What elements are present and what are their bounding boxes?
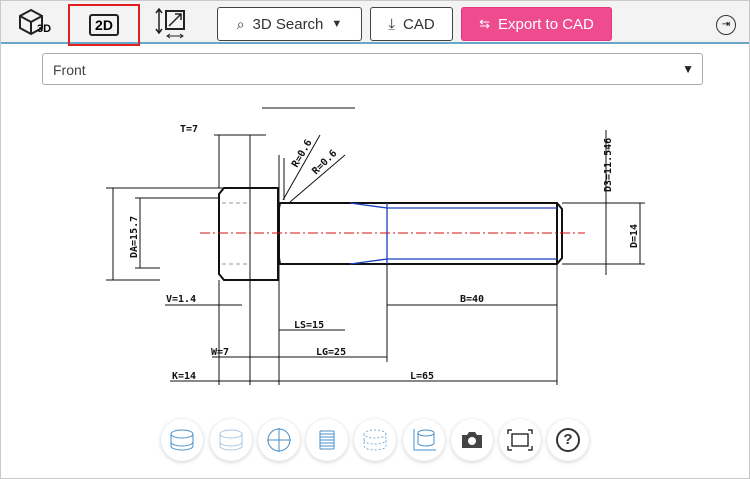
dim-l: L=65 bbox=[410, 371, 434, 382]
fit-screen-icon bbox=[507, 429, 533, 451]
view-2d-label: 2D bbox=[89, 14, 119, 36]
help-button[interactable]: ? bbox=[547, 419, 589, 461]
view-3d-button[interactable]: 3D bbox=[15, 6, 55, 40]
dim-d3: D3=11.546 bbox=[603, 138, 614, 192]
cylinder-transparent-icon bbox=[219, 429, 243, 451]
view-3d-label: 3D bbox=[37, 23, 52, 35]
export-label: Export to CAD bbox=[498, 15, 594, 33]
camera-icon bbox=[462, 432, 482, 448]
dim-da: DA=15.7 bbox=[129, 216, 140, 258]
dim-t: T=7 bbox=[180, 124, 198, 135]
export-icon: ⇆ bbox=[479, 16, 491, 31]
help-icon: ? bbox=[556, 428, 580, 452]
screenshot-button[interactable] bbox=[451, 419, 493, 461]
cad-label: CAD bbox=[402, 15, 435, 33]
export-to-cad-button[interactable]: ⇆ Export to CAD bbox=[461, 7, 612, 41]
resize-dimensions-icon bbox=[155, 7, 185, 39]
hidden-lines-button[interactable] bbox=[354, 419, 396, 461]
search-icon: ⌕ bbox=[236, 15, 245, 32]
caret-down-icon: ▼ bbox=[331, 18, 343, 30]
fit-screen-button[interactable] bbox=[499, 419, 541, 461]
dim-r1: R=0.6 bbox=[290, 138, 315, 170]
dimensions-toggle-button[interactable] bbox=[153, 6, 189, 40]
crosshair-button[interactable] bbox=[258, 419, 300, 461]
3d-search-button[interactable]: ⌕ 3D Search ▼ bbox=[217, 7, 362, 41]
view-select-value: Front bbox=[53, 62, 86, 78]
cad-download-button[interactable]: ⤓ CAD bbox=[370, 7, 453, 41]
3d-search-label: 3D Search bbox=[252, 15, 324, 33]
transparent-view-button[interactable] bbox=[210, 419, 252, 461]
view-select[interactable]: Front ▼ bbox=[42, 53, 703, 85]
cylinder-solid-icon bbox=[170, 429, 194, 451]
collapse-button[interactable]: ⇥ bbox=[716, 15, 736, 35]
dim-v: V=1.4 bbox=[166, 294, 196, 305]
threads-button[interactable] bbox=[306, 419, 348, 461]
dim-k: K=14 bbox=[172, 371, 196, 382]
download-icon: ⤓ bbox=[388, 15, 395, 33]
dim-d: D=14 bbox=[629, 224, 640, 248]
cylinder-dimensions-icon bbox=[413, 429, 436, 451]
dim-lg: LG=25 bbox=[316, 347, 346, 358]
dim-b: B=40 bbox=[460, 294, 484, 305]
caret-down-icon: ▼ bbox=[682, 62, 694, 76]
view-2d-button[interactable]: 2D bbox=[68, 4, 140, 46]
thread-icon bbox=[319, 430, 335, 450]
dim-ls: LS=15 bbox=[294, 320, 324, 331]
cylinder-dotted-icon bbox=[363, 429, 387, 451]
crosshair-icon bbox=[267, 428, 291, 452]
cube-3d-icon bbox=[19, 8, 43, 36]
dimensions-button[interactable] bbox=[403, 419, 445, 461]
dim-w: W=7 bbox=[211, 347, 229, 358]
solid-view-button[interactable] bbox=[161, 419, 203, 461]
